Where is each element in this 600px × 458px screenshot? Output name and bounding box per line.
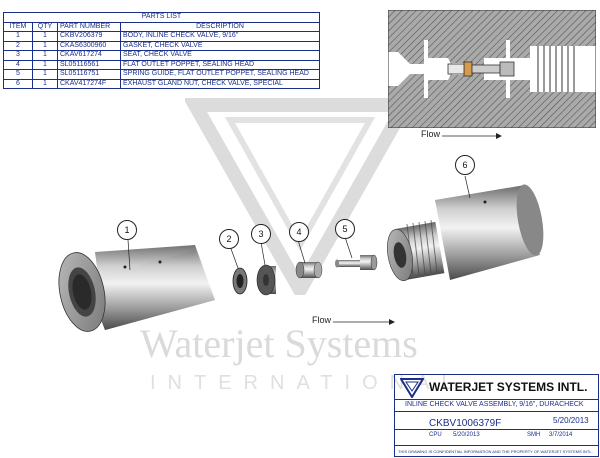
drawn-date: 5/20/2013 bbox=[453, 432, 480, 438]
col-header-description: DESCRIPTION bbox=[120, 21, 320, 32]
callout-3: 3 bbox=[251, 224, 271, 244]
cell-item: 5 bbox=[3, 69, 33, 80]
drawing-description: INLINE CHECK VALVE ASSEMBLY, 9/16", DURA… bbox=[405, 401, 584, 408]
company-logo-icon bbox=[400, 378, 424, 398]
part-3-seat bbox=[256, 264, 276, 296]
flow-arrow-top-icon bbox=[442, 133, 502, 139]
parts-list-table: PARTS LIST ITEM QTY PART NUMBER DESCRIPT… bbox=[3, 12, 320, 89]
cell-part-number: CKAV417274F bbox=[57, 78, 121, 89]
checked-by: SMH bbox=[527, 432, 541, 438]
part-6-gland-nut bbox=[387, 184, 544, 281]
cell-part-number: SL05116751 bbox=[57, 69, 121, 80]
cell-qty: 1 bbox=[32, 59, 58, 70]
cell-item: 3 bbox=[3, 50, 33, 61]
cell-part-number: CKAV617274 bbox=[57, 50, 121, 61]
company-name: WATERJET SYSTEMS INTL. bbox=[429, 380, 588, 394]
parts-list-title: PARTS LIST bbox=[3, 12, 320, 23]
cell-description: SPRING GUIDE, FLAT OUTLET POPPET, SEALIN… bbox=[120, 69, 320, 80]
cell-item: 4 bbox=[3, 59, 33, 70]
flow-label-top: Flow bbox=[421, 129, 441, 139]
cell-qty: 1 bbox=[32, 31, 58, 42]
cell-item: 1 bbox=[3, 31, 33, 42]
col-header-part-number: PART NUMBER bbox=[57, 21, 121, 32]
callout-6: 6 bbox=[455, 155, 475, 175]
part-5-spring-guide bbox=[335, 254, 378, 271]
flow-label-bottom: Flow bbox=[312, 315, 332, 325]
cell-qty: 1 bbox=[32, 50, 58, 61]
cell-part-number: CKAS6300960 bbox=[57, 40, 121, 51]
callout-4: 4 bbox=[289, 222, 309, 242]
title-block: WATERJET SYSTEMS INTL. INLINE CHECK VALV… bbox=[394, 374, 599, 457]
drawing-date: 5/20/2013 bbox=[553, 416, 589, 425]
cell-part-number: CKBV206379 bbox=[57, 31, 121, 42]
cell-qty: 1 bbox=[32, 69, 58, 80]
drawn-by: CPU bbox=[429, 432, 442, 438]
col-header-item: ITEM bbox=[3, 21, 33, 32]
cell-description: BODY, INLINE CHECK VALVE, 9/16" bbox=[120, 31, 320, 42]
callout-5: 5 bbox=[335, 219, 355, 239]
confidential-notice: THIS DRAWING IS CONFIDENTIAL INFORMATION… bbox=[398, 449, 593, 454]
cell-item: 2 bbox=[3, 40, 33, 51]
cell-description: EXHAUST GLAND NUT, CHECK VALVE, SPECIAL bbox=[120, 78, 320, 89]
cell-description: SEAT, CHECK VALVE bbox=[120, 50, 320, 61]
callout-1: 1 bbox=[117, 220, 137, 240]
drawing-part-number: CKBV1006379F bbox=[429, 418, 502, 429]
cell-part-number: SL05116561 bbox=[57, 59, 121, 70]
checked-date: 3/7/2014 bbox=[549, 432, 573, 438]
cross-section-view bbox=[388, 10, 596, 128]
cell-qty: 1 bbox=[32, 40, 58, 51]
flow-arrow-bottom-icon bbox=[333, 319, 395, 325]
exploded-view bbox=[58, 175, 544, 332]
part-1-body bbox=[58, 245, 215, 332]
callout-2: 2 bbox=[219, 229, 239, 249]
cell-item: 6 bbox=[3, 78, 33, 89]
cell-qty: 1 bbox=[32, 78, 58, 89]
cell-description: FLAT OUTLET POPPET, SEALING HEAD bbox=[120, 59, 320, 70]
col-header-qty: QTY bbox=[32, 21, 58, 32]
part-2-gasket bbox=[232, 267, 248, 295]
cell-description: GASKET, CHECK VALVE bbox=[120, 40, 320, 51]
part-4-poppet bbox=[295, 261, 323, 279]
